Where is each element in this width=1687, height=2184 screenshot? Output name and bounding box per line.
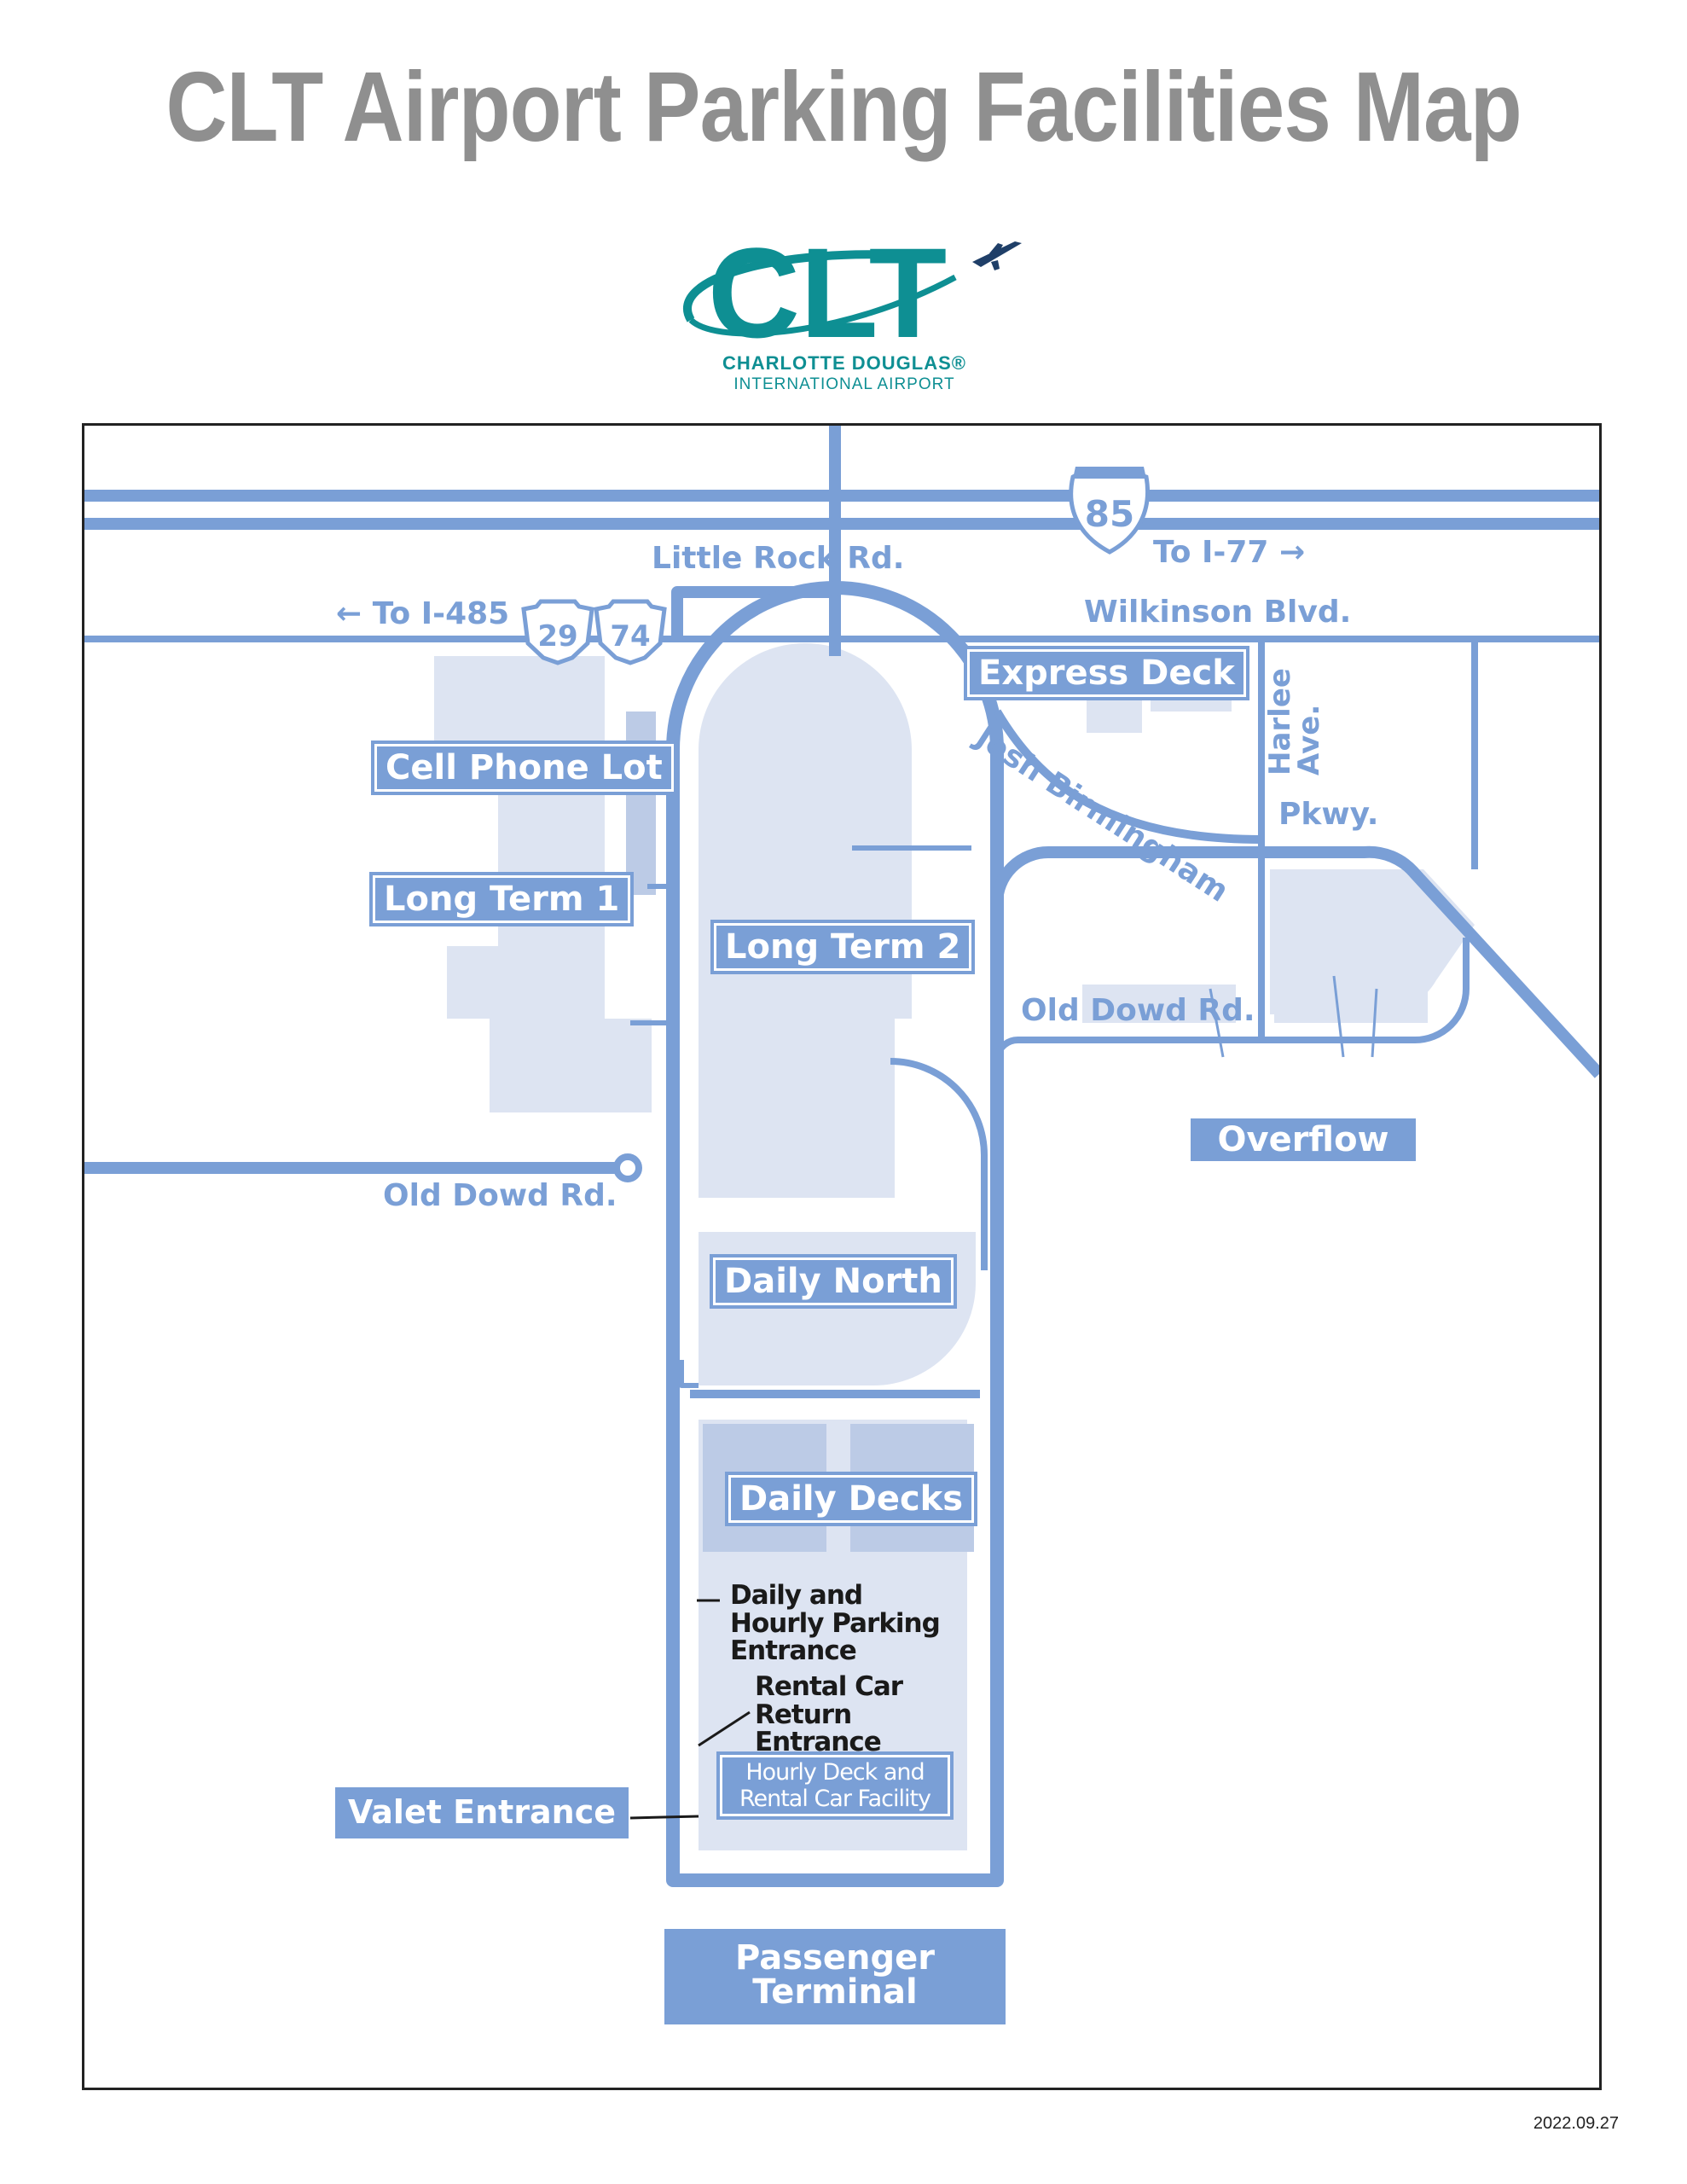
us74-shield-text: 74	[610, 619, 650, 653]
hourly-deck-label: Hourly Deck and Rental Car Facility	[716, 1751, 954, 1821]
old-dowd-east-label: Old Dowd Rd.	[1021, 993, 1255, 1028]
overflow-pointer-3	[1332, 975, 1345, 1058]
long-term-1-area-3	[490, 1019, 652, 1112]
clt-logo-graphic: CLT	[683, 221, 1022, 364]
interstate-shield-text: 85	[1085, 493, 1134, 535]
old-dowd-west-label: Old Dowd Rd.	[383, 1178, 617, 1213]
daily-hourly-entrance-note: Daily and Hourly Parking Entrance	[730, 1580, 941, 1667]
clt-logo: CLT CHARLOTTE DOUGLAS® INTERNATIONAL AIR…	[657, 218, 1032, 405]
parking-map: 85 29 74 Little Rock Rd. ← To I-485 To I…	[82, 423, 1602, 2090]
cell-phone-lot-deck	[626, 712, 656, 895]
date-stamp: 2022.09.27	[1533, 2114, 1619, 2133]
overflow-area-3	[1270, 869, 1475, 1014]
long-term-2-label: Long Term 2	[710, 920, 976, 974]
pkwy-label: Pkwy.	[1278, 797, 1379, 832]
rental-return-note: Rental Car Return Entrance	[755, 1671, 903, 1758]
josh-birmingham-loop	[991, 845, 1599, 1078]
overflow-pointer-1	[1209, 988, 1225, 1058]
to-i485-label: ← To I-485	[336, 596, 510, 631]
daily-north-label: Daily North	[710, 1254, 957, 1309]
callout-lines	[629, 1599, 751, 1820]
map-graphics: 85 29 74	[84, 426, 1599, 1887]
express-deck-label: Express Deck	[964, 646, 1249, 700]
lt2-curve-road	[890, 1058, 988, 1270]
rental-return-pointer	[698, 1711, 751, 1747]
roads	[84, 426, 1599, 1887]
airplane-icon	[972, 241, 1022, 270]
old-dowd-roundabout	[613, 1153, 642, 1182]
cell-phone-lot-label: Cell Phone Lot	[371, 741, 677, 795]
overflow-label: Overflow	[1191, 1118, 1416, 1161]
to-i77-label: To I-77 →	[1153, 535, 1306, 570]
i85-shield: 85	[1069, 467, 1150, 555]
valet-pointer	[629, 1815, 699, 1820]
logo-line-1: CHARLOTTE DOUGLAS®	[722, 352, 966, 374]
valet-entrance-label: Valet Entrance	[335, 1787, 629, 1838]
overflow-pointer-2	[1371, 988, 1378, 1058]
us74-shield: 74	[594, 599, 667, 665]
long-term-1-label: Long Term 1	[368, 872, 635, 926]
logo-line-2: INTERNATIONAL AIRPORT	[733, 375, 955, 393]
us29-shield-text: 29	[537, 619, 577, 653]
express-deck-area-1	[1087, 699, 1142, 733]
page-title: CLT Airport Parking Facilities Map	[165, 51, 1522, 162]
daily-decks-label: Daily Decks	[724, 1472, 978, 1526]
harlee-label: Harlee Ave.	[1263, 668, 1326, 775]
wilkinson-label: Wilkinson Blvd.	[1084, 595, 1352, 630]
old-dowd-east-road	[994, 938, 1470, 1059]
passenger-terminal-label: Passenger Terminal	[664, 1929, 1006, 2024]
logo-letters: CLT	[708, 221, 947, 364]
long-term-1-area-2	[447, 946, 605, 1019]
daily-north-access-road	[679, 1360, 699, 1388]
us29-shield: 29	[521, 599, 594, 665]
daily-north-area	[699, 1232, 976, 1385]
little-rock-road-label: Little Rock Rd.	[652, 541, 905, 576]
josh-birmingham-road	[993, 709, 1262, 844]
